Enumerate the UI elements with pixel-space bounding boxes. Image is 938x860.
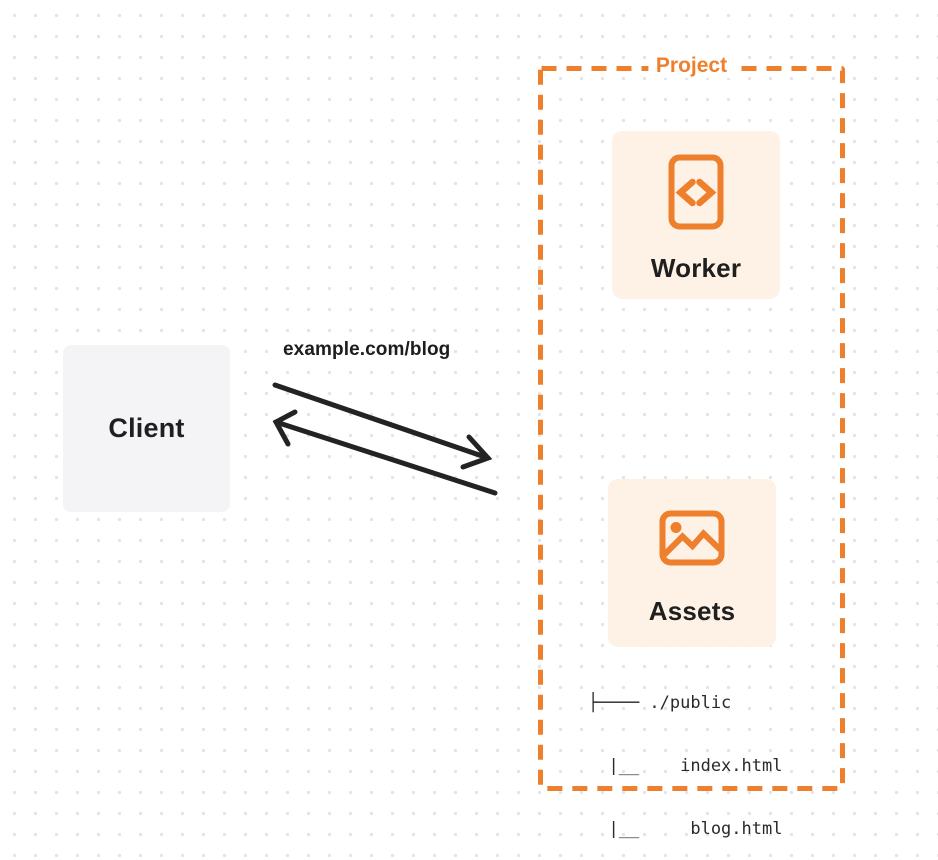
response-arrow-line [273, 419, 498, 496]
request-url-label: example.com/blog [283, 339, 451, 360]
response-arrow-head [272, 409, 298, 447]
client-label: Client [108, 413, 185, 443]
worker-label: Worker [650, 253, 742, 283]
project-box: Project Worker Assets [538, 54, 845, 839]
worker-card: Worker [612, 131, 780, 299]
image-icon [659, 510, 725, 566]
assets-file-tree: ├──── ./public |__ index.html |__ blog.h… [588, 651, 782, 860]
request-arrow-head [460, 434, 493, 470]
assets-card: Assets [608, 479, 776, 647]
code-icon [668, 154, 724, 230]
request-arrow-line [272, 382, 491, 461]
file-tree-line-blog: |__ blog.html [588, 819, 783, 839]
project-label: Project [647, 54, 736, 78]
assets-label: Assets [648, 596, 736, 626]
file-tree-line-index: |__ index.html [588, 756, 783, 776]
file-tree-line-public: ├──── ./public [588, 693, 732, 713]
client-box: Client [63, 345, 230, 512]
